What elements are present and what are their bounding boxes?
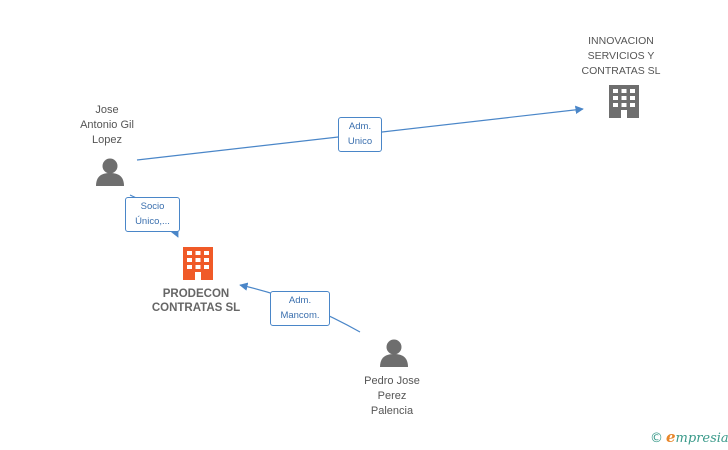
edge-label-pedro-prodecon[interactable]: Adm. Mancom. [270,291,330,326]
edge-label-line: Adm. [288,295,312,306]
node-label-line: PRODECON [162,288,230,300]
node-label-line: INNOVACION [588,35,654,47]
node-label-line: CONTRATAS SL [581,65,661,77]
person-icon[interactable] [96,158,124,187]
node-label-line: Pedro Jose [364,375,420,387]
brand-logo[interactable]: ©empresia [650,428,728,446]
brand-initial: e [666,428,676,446]
building-icon-main[interactable] [183,247,213,280]
node-label-innovacion[interactable]: INNOVACION SERVICIOS Y CONTRATAS SL [568,34,674,79]
node-label-line: Jose [95,104,119,116]
copyright-icon: © [650,431,663,446]
edge-label-line: Mancom. [280,310,320,321]
edge-label-line: Socio [140,201,165,212]
person-icon[interactable] [380,339,408,368]
node-label-line: Antonio Gil [80,119,134,131]
node-label-line: Palencia [370,405,414,417]
node-label-line: CONTRATAS SL [151,302,241,314]
node-label-prodecon[interactable]: PRODECON CONTRATAS SL [140,287,252,315]
edge-label-jose-innovacion[interactable]: Adm. Unico [338,117,382,152]
edge-label-jose-prodecon[interactable]: Socio Único,... [125,197,180,232]
edge-label-line: Único,... [135,216,170,227]
brand-name: mpresia [675,431,728,446]
node-label-line: Perez [377,390,407,402]
node-label-line: SERVICIOS Y [587,50,655,62]
edge-label-line: Unico [347,136,373,147]
node-label-jose[interactable]: Jose Antonio Gil Lopez [62,103,152,148]
node-label-pedro[interactable]: Pedro Jose Perez Palencia [346,374,438,419]
edge-label-line: Adm. [348,121,372,132]
building-icon[interactable] [609,85,639,118]
node-label-line: Lopez [92,134,122,146]
